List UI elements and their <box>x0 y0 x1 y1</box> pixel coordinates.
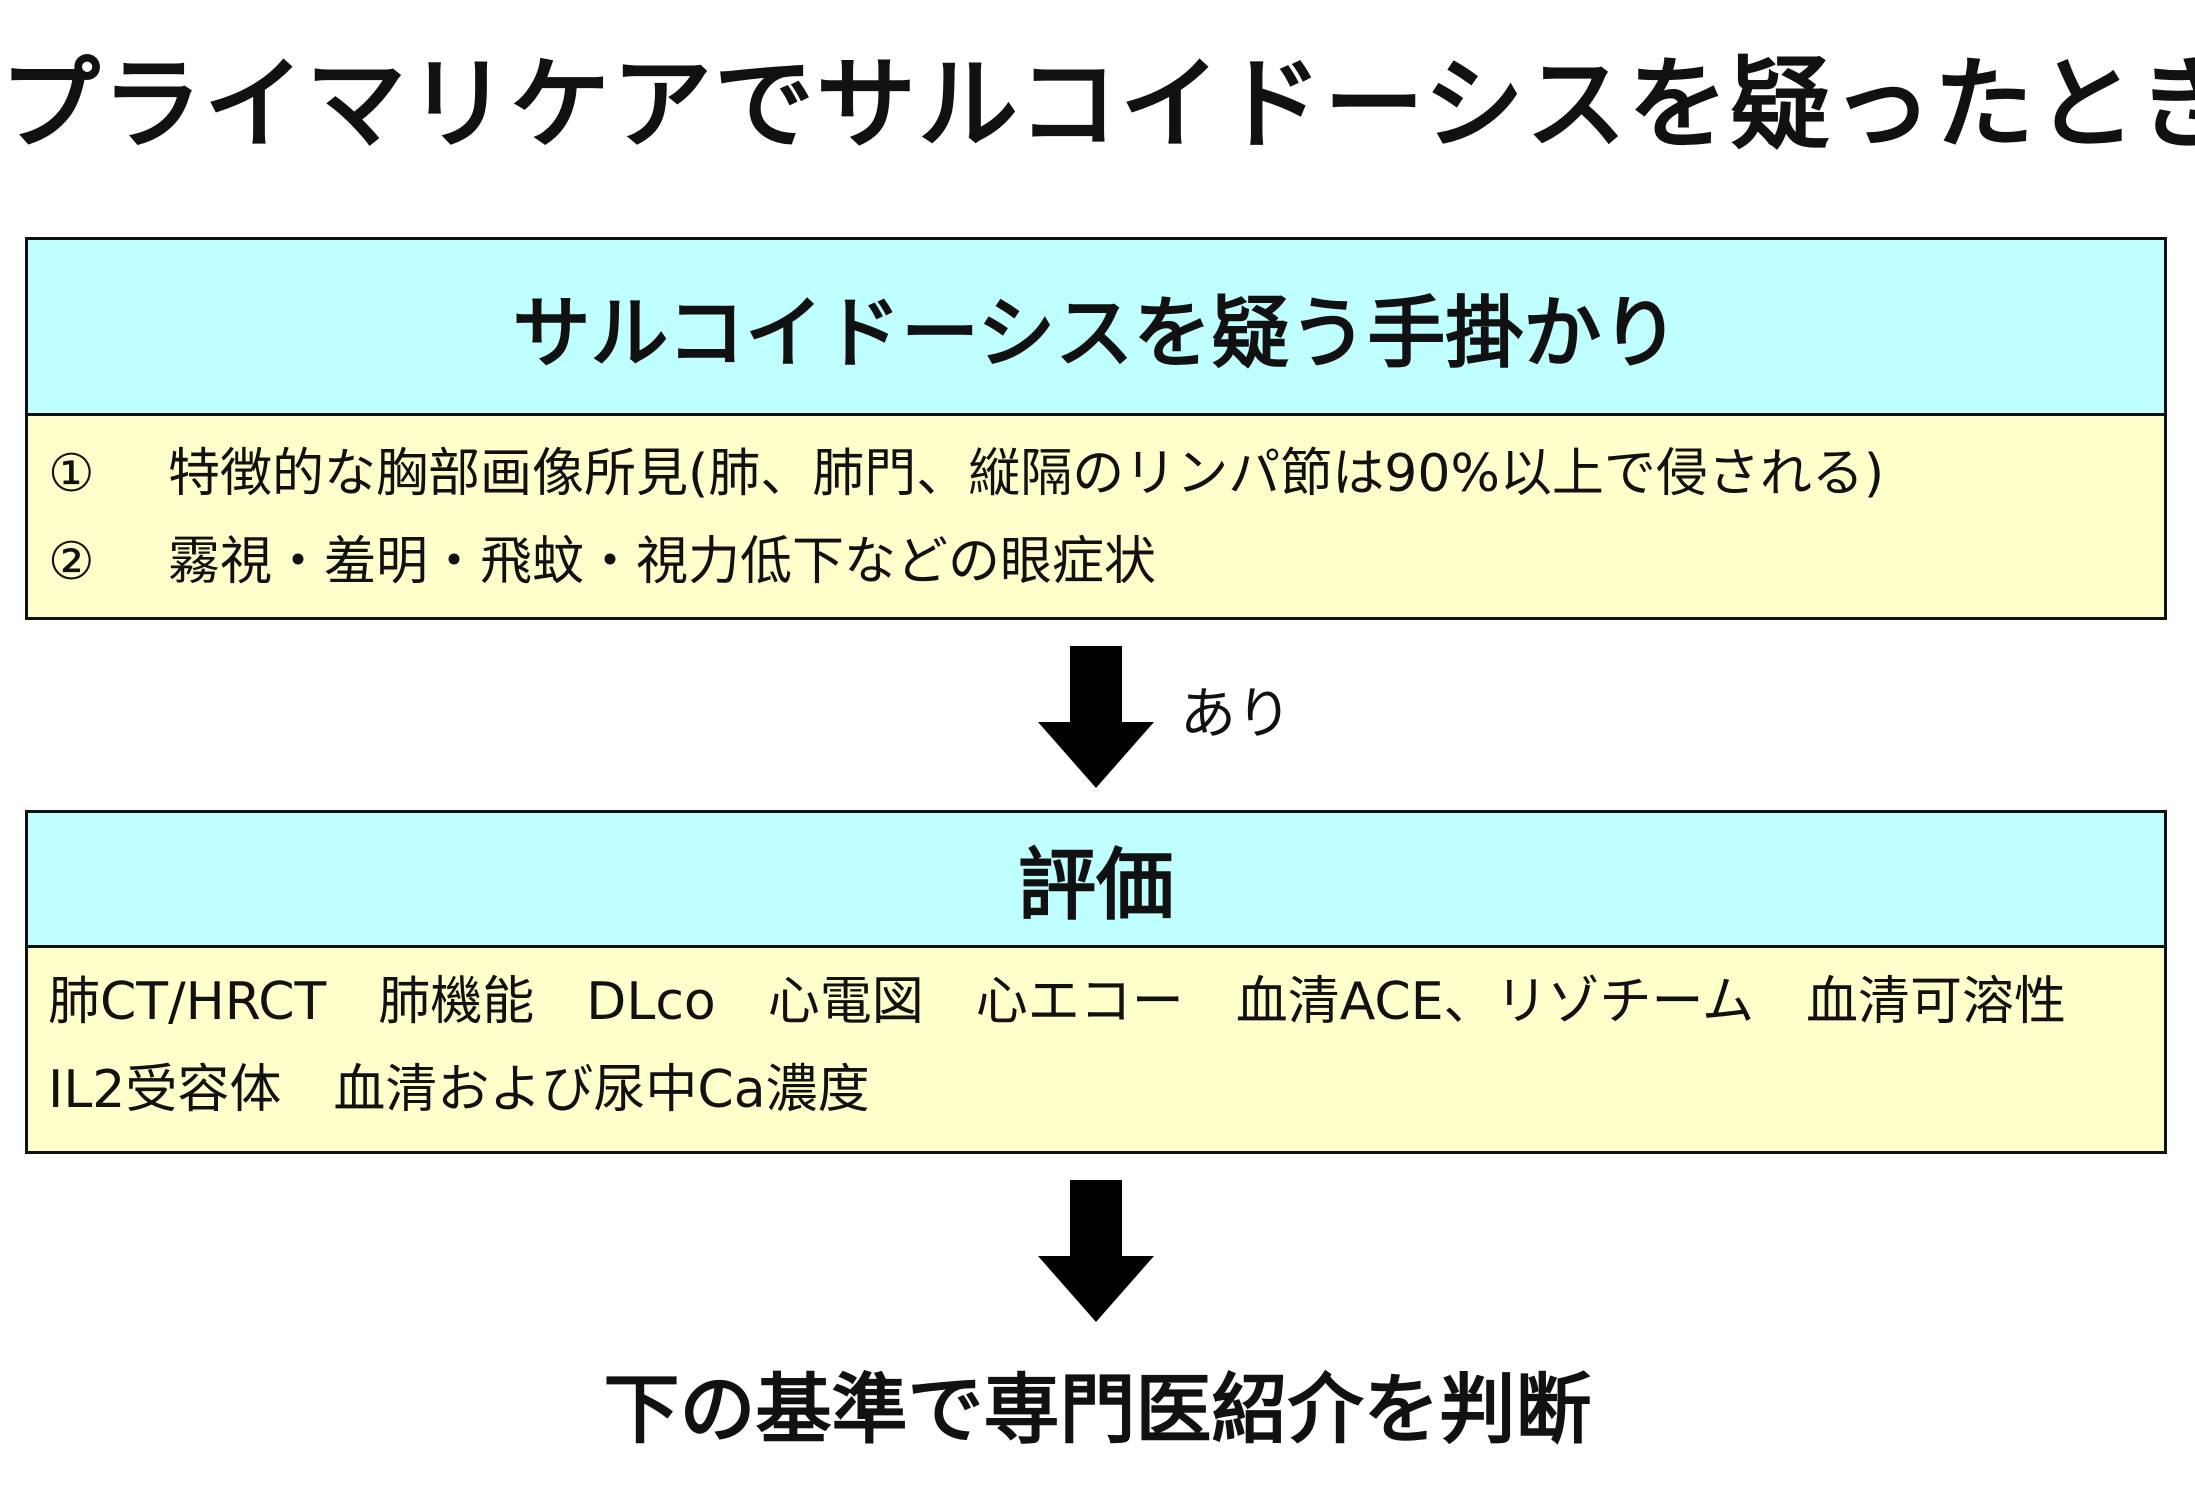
arrow-head <box>1038 722 1154 788</box>
arrow-label: あり <box>1180 682 1292 747</box>
clue-text: 霧視・羞明・飛蚊・視力低下などの眼症状 <box>168 532 1157 592</box>
clue-item-1: ① 特徴的な胸部画像所見(肺、肺門、縦隔のリンパ節は90%以上で侵される) <box>48 430 2164 518</box>
arrow-shaft <box>1070 646 1122 722</box>
page-title: プライマリケアでサルコイドーシスを疑ったとき <box>0 46 2195 163</box>
clue-marker: ① <box>48 444 95 504</box>
clues-box-heading: サルコイドーシスを疑う手掛かり <box>28 240 2164 416</box>
evaluation-box-heading: 評価 <box>28 813 2164 948</box>
clues-box-body: ① 特徴的な胸部画像所見(肺、肺門、縦隔のリンパ節は90%以上で侵される) ② … <box>28 416 2164 617</box>
clue-marker: ② <box>48 532 95 592</box>
evaluation-box-body: 肺CT/HRCT 肺機能 DLco 心電図 心エコー 血清ACE、リゾチーム 血… <box>28 948 2164 1151</box>
down-arrow-icon <box>1038 646 1154 788</box>
down-arrow-icon <box>1038 1180 1154 1322</box>
evaluation-items: 肺CT/HRCT 肺機能 DLco 心電図 心エコー 血清ACE、リゾチーム 血… <box>48 972 2066 1120</box>
conclusion-text: 下の基準で専門医紹介を判断 <box>603 1365 1592 1454</box>
arrow-head <box>1038 1256 1154 1322</box>
evaluation-box: 評価 肺CT/HRCT 肺機能 DLco 心電図 心エコー 血清ACE、リゾチー… <box>25 810 2167 1154</box>
clue-item-2: ② 霧視・羞明・飛蚊・視力低下などの眼症状 <box>48 518 2164 606</box>
clue-text: 特徴的な胸部画像所見(肺、肺門、縦隔のリンパ節は90%以上で侵される) <box>168 444 1885 504</box>
arrow-shaft <box>1070 1180 1122 1256</box>
clues-box: サルコイドーシスを疑う手掛かり ① 特徴的な胸部画像所見(肺、肺門、縦隔のリンパ… <box>25 237 2167 620</box>
